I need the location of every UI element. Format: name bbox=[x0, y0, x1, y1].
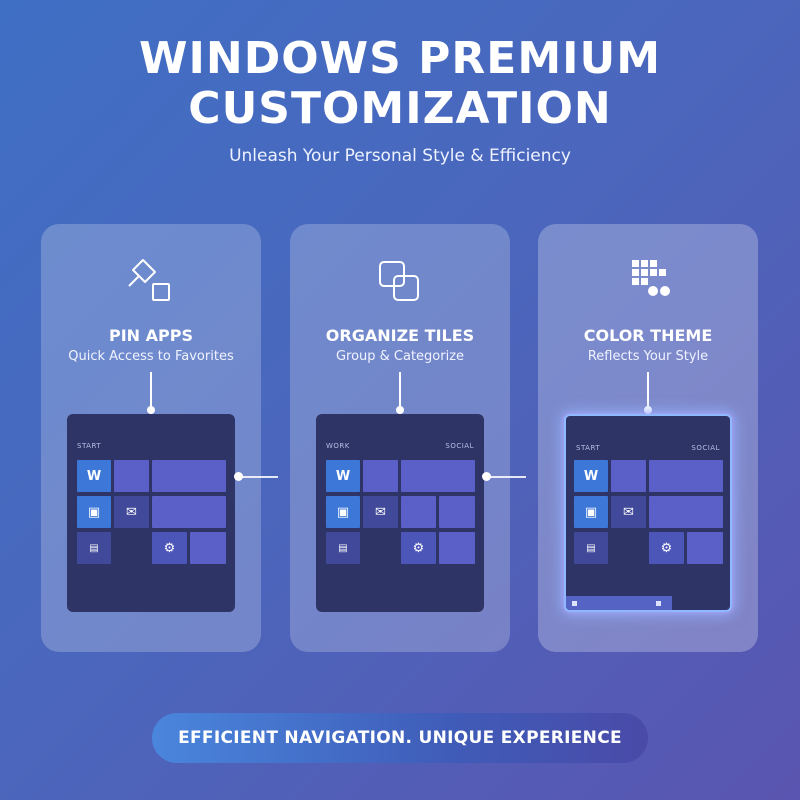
connector-dot bbox=[147, 406, 155, 414]
word-icon: W bbox=[583, 468, 599, 484]
mail-icon: ✉ bbox=[623, 504, 634, 520]
connector-stem bbox=[647, 372, 649, 412]
start-menu-preview: WORK SOCIAL W ▣ ✉ ▤ ⚙ bbox=[316, 414, 484, 612]
reader-tile[interactable]: ▤ bbox=[77, 532, 111, 564]
card-subtitle: Group & Categorize bbox=[335, 349, 465, 364]
tile[interactable] bbox=[611, 460, 646, 492]
word-tile[interactable]: W bbox=[326, 460, 360, 492]
card-title: PIN APPS bbox=[109, 326, 193, 345]
wide-tile[interactable] bbox=[152, 496, 226, 528]
card-subtitle: Quick Access to Favorites bbox=[68, 349, 234, 364]
start-menu-preview: START W ▣ ✉ ▤ ⚙ bbox=[67, 414, 235, 612]
tile[interactable] bbox=[401, 496, 436, 528]
page-subtitle: Unleash Your Personal Style & Efficiency bbox=[229, 146, 571, 166]
screen-label-right: SOCIAL bbox=[445, 442, 474, 450]
settings-tile[interactable]: ⚙ bbox=[152, 532, 187, 564]
pin-icon bbox=[128, 259, 170, 301]
settings-icon: ⚙ bbox=[412, 540, 425, 556]
card-connector-dot bbox=[234, 472, 243, 481]
taskbar bbox=[566, 596, 672, 610]
screen-label-left: WORK bbox=[326, 442, 350, 450]
taskbar-app-icon[interactable] bbox=[656, 601, 661, 606]
mail-icon: ✉ bbox=[126, 504, 137, 520]
feature-card-pin-apps: PIN APPS Quick Access to Favorites START… bbox=[41, 224, 261, 652]
start-icon[interactable] bbox=[572, 601, 577, 606]
feature-card-organize-tiles: ORGANIZE TILES Group & Categorize WORK S… bbox=[290, 224, 510, 652]
screen-label-left: START bbox=[77, 442, 102, 450]
outlook-icon: ▣ bbox=[87, 504, 101, 520]
connector-stem bbox=[150, 372, 152, 412]
tile[interactable] bbox=[190, 532, 226, 564]
mail-tile[interactable]: ✉ bbox=[611, 496, 646, 528]
word-icon: W bbox=[335, 468, 351, 484]
wide-tile[interactable] bbox=[649, 496, 723, 528]
color-grid-icon bbox=[632, 260, 670, 296]
reader-tile[interactable]: ▤ bbox=[574, 532, 608, 564]
settings-tile[interactable]: ⚙ bbox=[649, 532, 684, 564]
wide-tile[interactable] bbox=[649, 460, 723, 492]
outlook-icon: ▣ bbox=[584, 504, 598, 520]
overlapping-squares-icon bbox=[379, 261, 419, 301]
word-icon: W bbox=[86, 468, 102, 484]
wide-tile[interactable] bbox=[152, 460, 226, 492]
reader-icon: ▤ bbox=[338, 542, 348, 554]
start-menu-preview: START SOCIAL W ▣ ✉ ▤ ⚙ bbox=[564, 414, 732, 612]
connector-stem bbox=[399, 372, 401, 412]
reader-icon: ▤ bbox=[586, 542, 596, 554]
card-subtitle: Reflects Your Style bbox=[587, 349, 709, 364]
card-title: COLOR THEME bbox=[583, 326, 713, 345]
reader-icon: ▤ bbox=[89, 542, 99, 554]
title-line-2: CUSTOMIZATION bbox=[188, 83, 612, 134]
mail-icon: ✉ bbox=[375, 504, 386, 520]
reader-tile[interactable]: ▤ bbox=[326, 532, 360, 564]
mail-tile[interactable]: ✉ bbox=[363, 496, 398, 528]
tile[interactable] bbox=[363, 460, 398, 492]
settings-tile[interactable]: ⚙ bbox=[401, 532, 436, 564]
card-connector-line bbox=[486, 476, 526, 478]
word-tile[interactable]: W bbox=[574, 460, 608, 492]
tile[interactable] bbox=[114, 460, 149, 492]
outlook-icon: ▣ bbox=[336, 504, 350, 520]
title-line-1: WINDOWS PREMIUM bbox=[138, 33, 662, 84]
connector-dot bbox=[396, 406, 404, 414]
card-connector-line bbox=[238, 476, 278, 478]
card-title: ORGANIZE TILES bbox=[325, 326, 475, 345]
settings-icon: ⚙ bbox=[163, 540, 176, 556]
tile[interactable] bbox=[439, 496, 475, 528]
tagline-banner: EFFICIENT NAVIGATION. UNIQUE EXPERIENCE bbox=[152, 713, 648, 763]
word-tile[interactable]: W bbox=[77, 460, 111, 492]
settings-icon: ⚙ bbox=[660, 540, 673, 556]
outlook-tile[interactable]: ▣ bbox=[326, 496, 360, 528]
card-connector-dot bbox=[482, 472, 491, 481]
feature-card-color-theme: COLOR THEME Reflects Your Style START SO… bbox=[538, 224, 758, 652]
outlook-tile[interactable]: ▣ bbox=[574, 496, 608, 528]
tile[interactable] bbox=[687, 532, 723, 564]
screen-label-right: SOCIAL bbox=[691, 444, 720, 452]
screen-label-left: START bbox=[576, 444, 601, 452]
connector-dot bbox=[644, 406, 652, 414]
outlook-tile[interactable]: ▣ bbox=[77, 496, 111, 528]
wide-tile[interactable] bbox=[401, 460, 475, 492]
tile[interactable] bbox=[439, 532, 475, 564]
mail-tile[interactable]: ✉ bbox=[114, 496, 149, 528]
